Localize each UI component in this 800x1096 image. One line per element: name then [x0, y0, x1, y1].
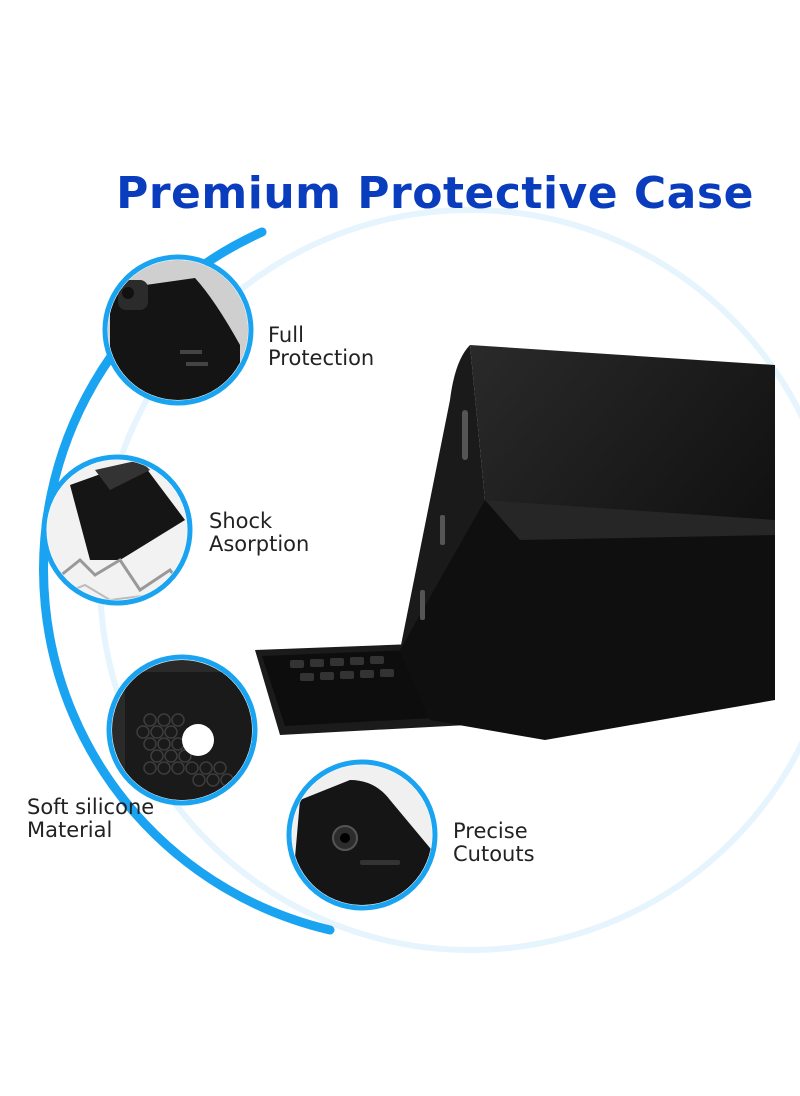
feature-label-shock-absorption: Shock Asorption — [209, 510, 309, 556]
feature-label-line: Protection — [268, 346, 375, 370]
feature-label-line: Precise — [453, 819, 528, 843]
headline: Premium Protective Case — [116, 168, 754, 219]
feature-label-line: Asorption — [209, 532, 310, 556]
feature-label-full-protection: Full Protection — [268, 324, 374, 370]
feature-label-line: Full — [268, 323, 304, 347]
feature-label-soft-silicone: Soft silicone Material — [27, 796, 154, 842]
camera-cutout-icon — [286, 759, 438, 911]
feature-label-line: Soft silicone — [27, 795, 155, 819]
feature-label-precise-cutouts: Precise Cutouts — [453, 820, 535, 866]
feature-label-line: Shock — [209, 509, 273, 533]
feature-label-line: Cutouts — [453, 842, 535, 866]
silicone-honeycomb-icon — [106, 654, 258, 806]
feature-label-line: Material — [27, 818, 113, 842]
shock-absorption-icon — [41, 454, 193, 606]
tablet-case — [255, 345, 775, 740]
tablet-corner-icon — [102, 254, 254, 406]
